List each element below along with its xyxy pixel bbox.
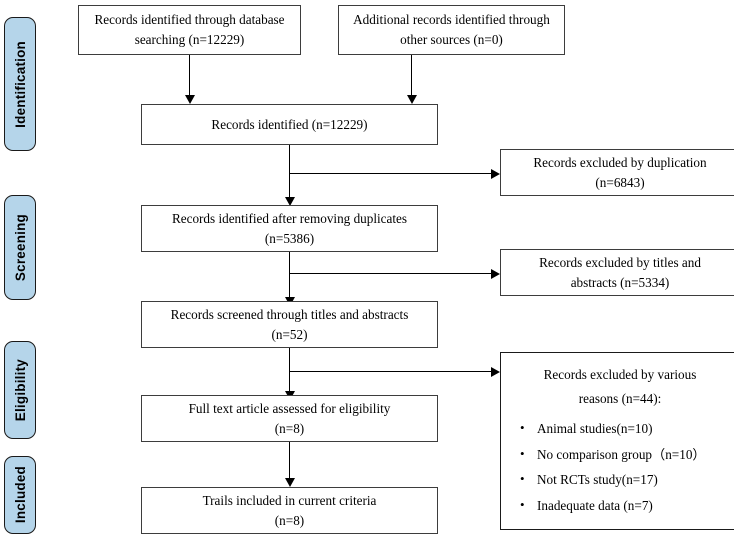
stage-label-eligibility: Eligibility bbox=[12, 358, 28, 422]
connector-to-excluded-duplication bbox=[289, 173, 491, 174]
connector-after-duplicates-down bbox=[289, 252, 290, 297]
box-records-identified-line1: Records identified (n=12229) bbox=[211, 116, 368, 132]
box-excluded-titles-line1: Records excluded by titles and bbox=[539, 254, 701, 270]
stage-label-screening: Screening bbox=[12, 213, 28, 282]
box-screened-titles-line2: (n=52) bbox=[271, 326, 308, 342]
box-screened-titles-line1: Records screened through titles and abst… bbox=[170, 306, 409, 322]
arrowhead-to-excluded-duplication bbox=[491, 168, 500, 179]
box-full-text-line2: (n=8) bbox=[274, 420, 305, 436]
box-database-search: Records identified through database sear… bbox=[78, 5, 301, 55]
box-included-line2: (n=8) bbox=[274, 512, 305, 528]
box-other-sources-line1: Additional records identified through bbox=[353, 12, 550, 28]
connector-full-text-down bbox=[289, 442, 290, 478]
box-excluded-duplication: Records excluded by duplication (n=6843) bbox=[500, 149, 734, 196]
connector-screened-titles-down bbox=[289, 348, 290, 391]
box-excluded-titles-line2: abstracts (n=5334) bbox=[570, 274, 670, 290]
connector-to-excluded-titles bbox=[289, 273, 491, 274]
list-item: No comparison group（n=10） bbox=[501, 441, 734, 468]
box-excluded-duplication-line2: (n=6843) bbox=[595, 174, 645, 190]
arrowhead-records-identified-down bbox=[284, 197, 295, 206]
box-screened-titles: Records screened through titles and abst… bbox=[141, 301, 438, 348]
box-included-line1: Trails included in current criteria bbox=[202, 492, 377, 508]
connector-database-search-down bbox=[189, 55, 190, 95]
connector-other-sources-down bbox=[411, 55, 412, 95]
arrowhead-full-text-down bbox=[284, 478, 295, 487]
arrowhead-database-search-down bbox=[184, 95, 195, 104]
box-full-text-line1: Full text article assessed for eligibili… bbox=[188, 400, 391, 416]
box-after-duplicates-line1: Records identified after removing duplic… bbox=[171, 210, 408, 226]
box-database-search-line1: Records identified through database bbox=[94, 12, 285, 28]
list-item: Not RCTs study(n=17) bbox=[501, 466, 734, 493]
stage-pill-screening: Screening bbox=[4, 195, 36, 300]
excluded-reasons-list: Animal studies(n=10) No comparison group… bbox=[501, 415, 734, 519]
box-database-search-line2: searching (n=12229) bbox=[134, 32, 245, 47]
arrowhead-to-excluded-titles bbox=[491, 268, 500, 279]
box-after-duplicates: Records identified after removing duplic… bbox=[141, 205, 438, 252]
stage-pill-included: Included bbox=[4, 456, 36, 534]
list-item: Animal studies(n=10) bbox=[501, 415, 734, 442]
box-included: Trails included in current criteria (n=8… bbox=[141, 487, 438, 534]
connector-records-identified-down bbox=[289, 145, 290, 197]
box-excluded-reasons-head-line2: reasons (n=44): bbox=[578, 391, 662, 407]
box-excluded-reasons-head-line1: Records excluded by various bbox=[543, 367, 697, 382]
box-excluded-titles: Records excluded by titles and abstracts… bbox=[500, 249, 734, 296]
arrowhead-other-sources-down bbox=[406, 95, 417, 104]
list-item: Inadequate data (n=7) bbox=[501, 492, 734, 519]
box-records-identified: Records identified (n=12229) bbox=[141, 104, 438, 145]
box-full-text: Full text article assessed for eligibili… bbox=[141, 395, 438, 442]
box-other-sources-line2: other sources (n=0) bbox=[400, 32, 503, 47]
stage-pill-identification: Identification bbox=[4, 17, 36, 151]
arrowhead-to-excluded-reasons bbox=[491, 366, 500, 377]
connector-to-excluded-reasons bbox=[289, 371, 491, 372]
box-after-duplicates-line2: (n=5386) bbox=[264, 230, 315, 246]
stage-pill-eligibility: Eligibility bbox=[4, 341, 36, 439]
box-excluded-reasons: Records excluded by various reasons (n=4… bbox=[500, 352, 734, 530]
box-other-sources: Additional records identified through ot… bbox=[338, 5, 565, 55]
box-excluded-duplication-line1: Records excluded by duplication bbox=[533, 154, 707, 170]
stage-label-included: Included bbox=[12, 466, 28, 524]
stage-label-identification: Identification bbox=[12, 40, 28, 128]
